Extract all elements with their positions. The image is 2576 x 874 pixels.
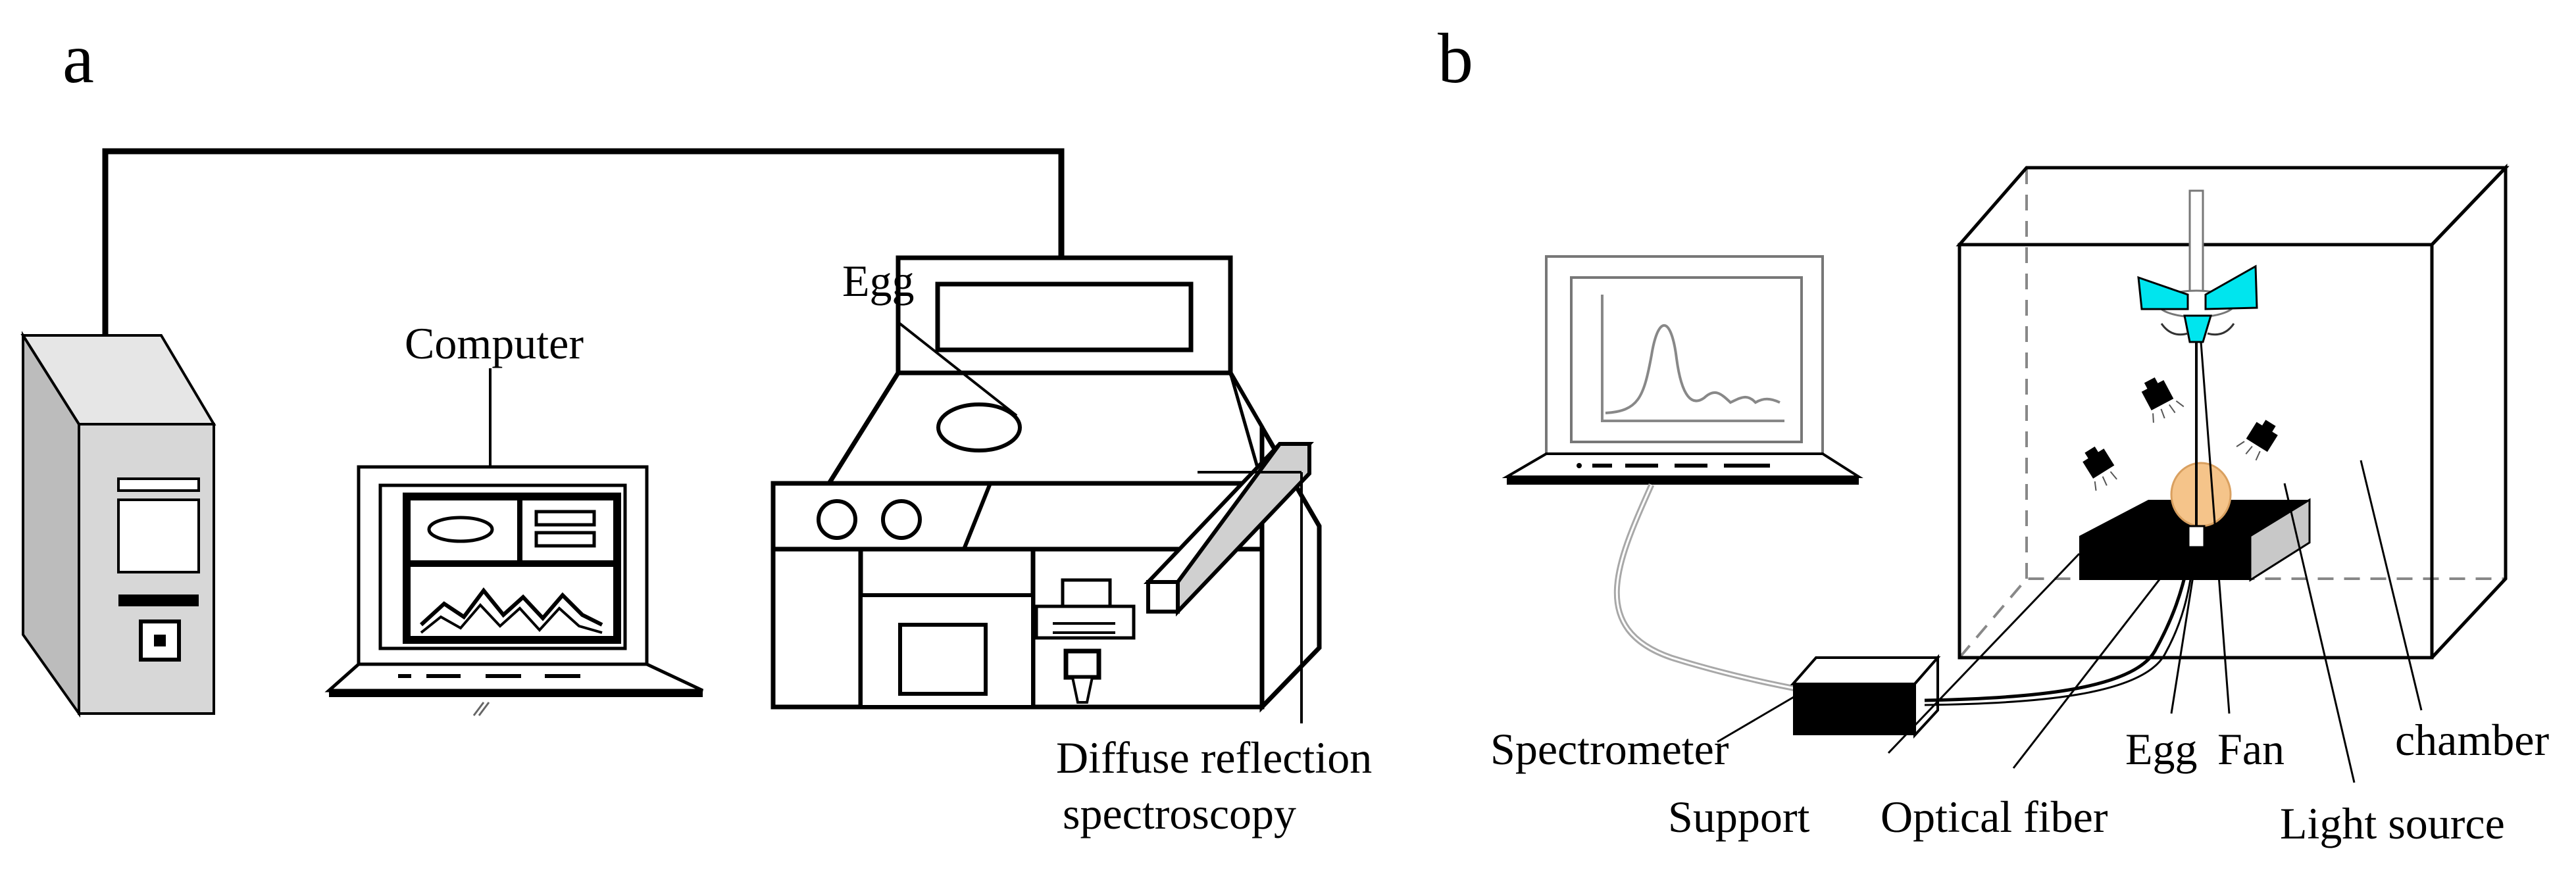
support-platform [2079, 498, 2311, 582]
label-computer: Computer [405, 318, 584, 368]
label-optical-fiber: Optical fiber [1881, 792, 2108, 842]
laptop-computer [324, 368, 704, 716]
label-spectrometer: Spectrometer [1490, 724, 1729, 774]
light-source-center [2141, 377, 2185, 423]
panel-a-letter: a [63, 20, 94, 98]
label-egg-a: Egg [842, 256, 915, 306]
fan-assembly [2137, 189, 2258, 343]
label-diffuse-reflection: Diffuse reflection [1056, 733, 1372, 783]
label-spectroscopy: spectroscopy [1063, 789, 1296, 838]
chamber-box [1956, 163, 2510, 660]
light-source-left [2083, 446, 2117, 491]
connection-cable [102, 148, 1065, 339]
label-light-source: Light source [2280, 798, 2505, 848]
panel-b: b [1438, 20, 2549, 848]
desktop-tower [20, 331, 216, 718]
spectroscopy-instrument [770, 255, 1322, 723]
egg-sample [2170, 210, 2232, 548]
label-chamber: chamber [2395, 715, 2549, 765]
light-source-right [2236, 420, 2278, 461]
label-support: Support [1668, 792, 1809, 842]
leader-lines [1887, 341, 2423, 783]
spectrum-laptop [1502, 255, 1863, 694]
label-fan: Fan [2217, 724, 2285, 774]
spectrometer-box [1790, 654, 1941, 739]
optical-fiber [1924, 546, 2193, 702]
label-egg-b: Egg [2125, 724, 2198, 774]
optical-fiber-2 [1924, 546, 2196, 706]
panel-b-letter: b [1438, 20, 1473, 98]
panel-a: a [20, 20, 1372, 838]
